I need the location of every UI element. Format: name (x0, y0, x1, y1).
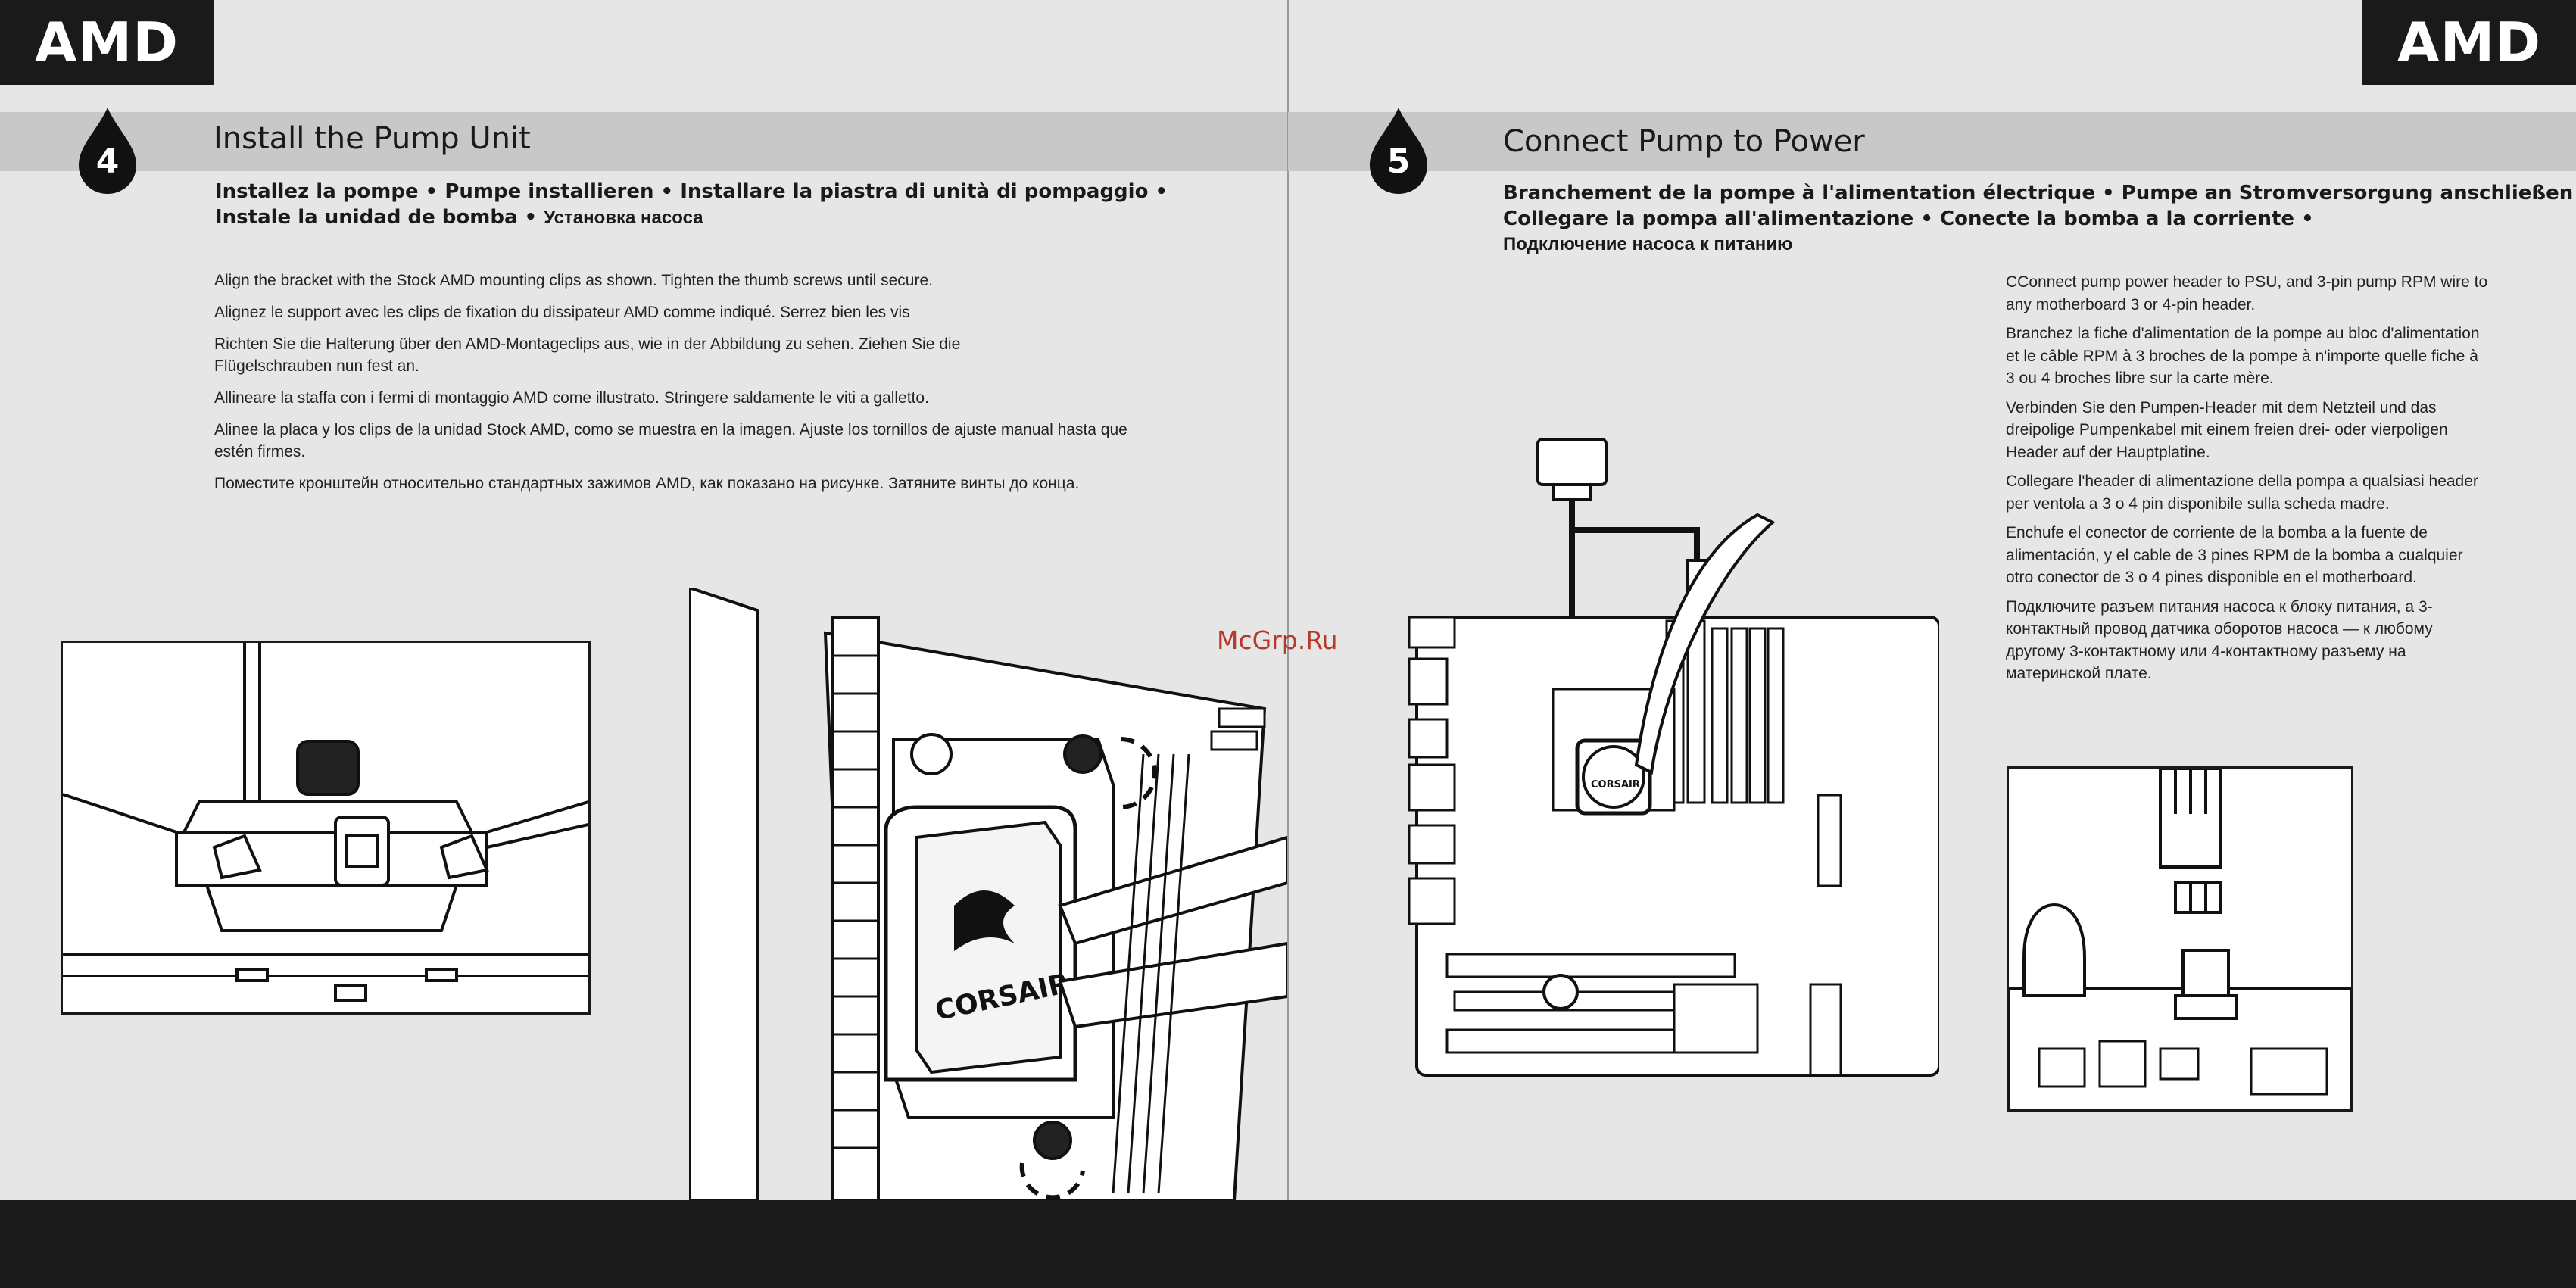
connector-detail-illustration (2007, 766, 2353, 1112)
instruction-ru: Подключите разъем питания насоса к блоку… (2006, 597, 2433, 683)
translations-line: Branchement de la pompe à l'alimentation… (1503, 182, 2576, 204)
instruction-es: Enchufe el conector de corriente de la b… (2006, 524, 2463, 586)
step-title: Connect Pump to Power (1503, 124, 1865, 159)
translations-line: Instale la unidad de bomba • Установка н… (215, 204, 1124, 231)
instructions: CConnect pump power header to PSU, and 3… (2006, 271, 2490, 692)
page-divider (1287, 0, 1289, 1200)
title-band (1288, 112, 2576, 171)
step-number: 4 (95, 142, 120, 181)
step-number: 5 (1386, 142, 1411, 181)
instruction-ru: Поместите кронштейн относительно стандар… (214, 475, 1080, 492)
translations-line: Collegare la pompa all'alimentazione • C… (1503, 207, 2314, 230)
instruction-it: Allineare la staffa con i fermi di monta… (214, 389, 929, 407)
instruction-it: Collegare l'header di alimentazione dell… (2006, 472, 2478, 513)
bracket-detail-illustration (61, 641, 591, 1015)
instruction-fr: Branchez la fiche d'alimentation de la p… (2006, 325, 2480, 387)
translations-ru: Подключение насоса к питанию (1503, 234, 1793, 254)
pump-logo-text: CORSAIR (1591, 779, 1640, 791)
title-translations: Installez la pompe • Pumpe installieren … (215, 179, 1168, 231)
title-translations: Branchement de la pompe à l'alimentation… (1503, 180, 2576, 257)
translations-line: Installez la pompe • Pumpe installieren … (215, 180, 1168, 203)
instruction-fr: Alignez le support avec les clips de fix… (214, 304, 910, 321)
amd-logo: AMD (2362, 0, 2576, 85)
step-title: Install the Pump Unit (214, 121, 531, 156)
instruction-en: Align the bracket with the Stock AMD mou… (214, 272, 933, 289)
left-page: AMD 4 Install the Pump Unit Installez la… (0, 0, 1289, 1202)
motherboard-illustration: CORSAIR (1402, 432, 1941, 1121)
amd-logo: AMD (0, 0, 214, 85)
pump-install-illustration: CORSAIR (688, 585, 1289, 1202)
instruction-de: Verbinden Sie den Pumpen-Header mit dem … (2006, 398, 2448, 461)
instruction-es: Alinee la placa y los clips de la unidad… (214, 421, 1127, 460)
step-drop-icon: 5 (1368, 106, 1429, 195)
step-drop-icon: 4 (77, 106, 138, 195)
right-page: AMD 5 Connect Pump to Power Branchement … (1288, 0, 2576, 1200)
translations-text: Instale la unidad de bomba • (215, 206, 544, 229)
title-band (0, 112, 1287, 171)
watermark: McGrp.Ru (1217, 625, 1338, 655)
translations-ru: Установка насоса (544, 207, 703, 228)
instruction-en: CConnect pump power header to PSU, and 3… (2006, 273, 2488, 313)
instructions: Align the bracket with the Stock AMD mou… (214, 270, 1153, 504)
bottom-bar (0, 1200, 2576, 1288)
instruction-de: Richten Sie die Halterung über den AMD-M… (214, 335, 961, 375)
